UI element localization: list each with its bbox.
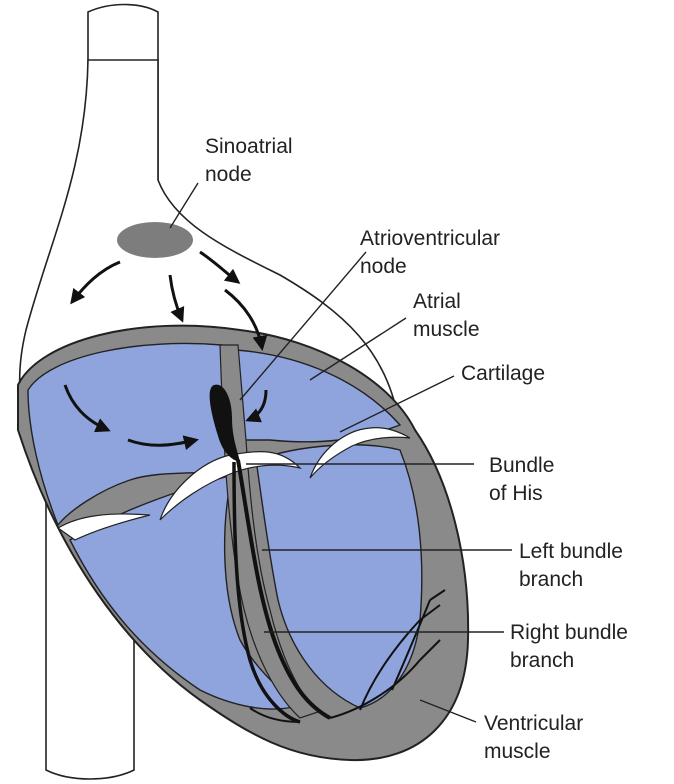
cartilage-right — [309, 427, 411, 479]
left-bundle-branch-line — [236, 459, 331, 720]
sinoatrial-node-shape — [117, 222, 193, 258]
impulse-arrows — [63, 250, 268, 451]
av-node-shape — [209, 384, 240, 462]
left-atrium-chamber — [235, 349, 402, 443]
right-bundle-branch-line — [232, 461, 301, 724]
leader-lines — [169, 182, 512, 723]
left-ventricle-chamber — [255, 444, 423, 709]
septum — [219, 344, 320, 719]
label-cartilage: Cartilage — [461, 362, 546, 385]
cartilage-bottom — [56, 513, 151, 541]
cartilage-left — [159, 451, 302, 521]
purkinje-fibers — [249, 589, 446, 723]
right-atrium-chamber — [27, 342, 237, 527]
